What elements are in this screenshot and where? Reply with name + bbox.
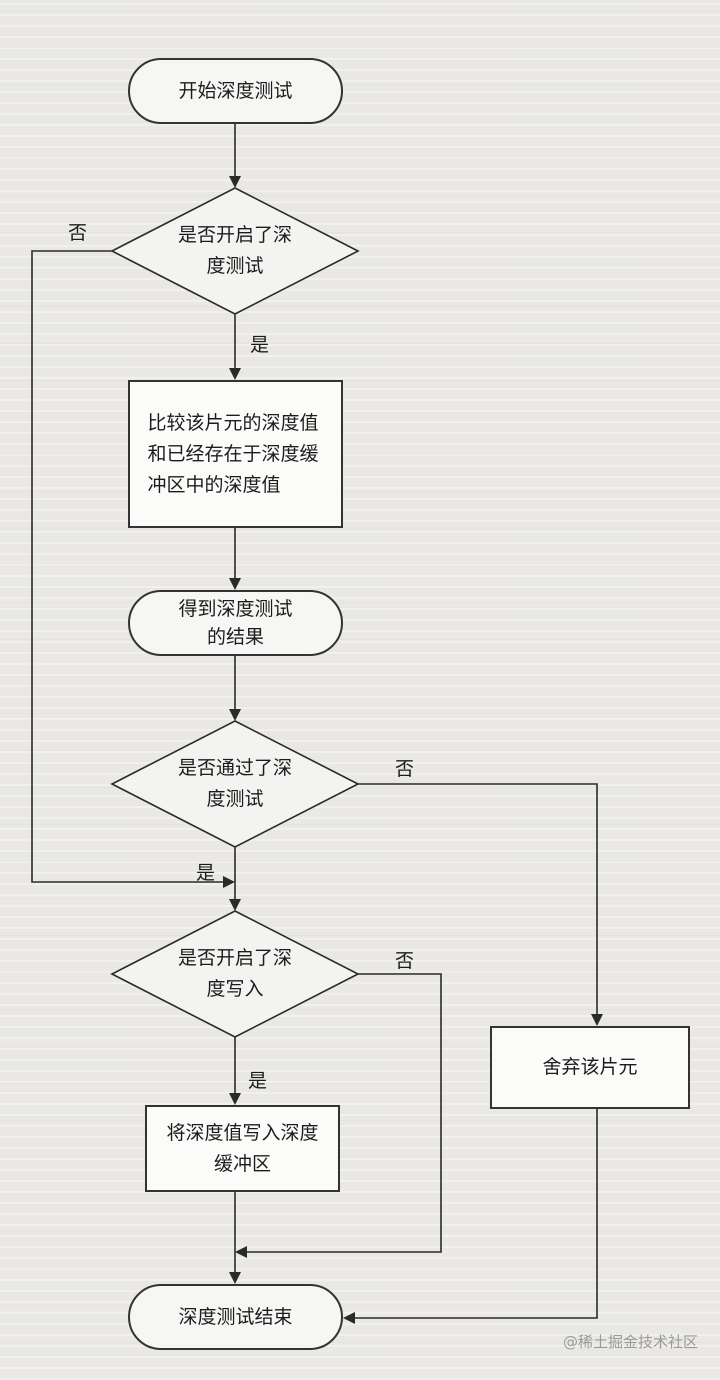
- label-no-test-enabled: 否: [68, 222, 88, 244]
- write-node: 将深度值写入深度缓冲区: [145, 1105, 340, 1192]
- start-label: 开始深度测试: [178, 79, 293, 102]
- arrow-decision2-no: [358, 783, 603, 1026]
- decision-write-enabled-label: 是否开启了深度写入: [177, 947, 292, 1000]
- decision-test-enabled-label: 是否开启了深度测试: [177, 224, 292, 277]
- discard-label: 舍弃该片元: [542, 1056, 638, 1078]
- compare-label: 比较该片元的深度值和已经存在于深度缓冲区中的深度值: [147, 411, 319, 496]
- arrow-decision1-no: [31, 250, 235, 888]
- result-label: 得到深度测试的结果: [178, 598, 293, 648]
- compare-node: 比较该片元的深度值和已经存在于深度缓冲区中的深度值: [128, 380, 343, 528]
- label-no-write: 否: [395, 950, 415, 972]
- decision-passed-label: 是否通过了深度测试: [177, 757, 292, 810]
- watermark: @稀土掘金技术社区: [562, 1333, 698, 1351]
- write-label: 将深度值写入深度缓冲区: [166, 1121, 319, 1175]
- end-node: 深度测试结束: [128, 1284, 343, 1350]
- end-label: 深度测试结束: [178, 1305, 293, 1328]
- label-yes-test-enabled: 是: [250, 334, 270, 356]
- label-yes-passed: 是: [196, 862, 216, 884]
- start-node: 开始深度测试: [128, 58, 343, 124]
- label-yes-write: 是: [248, 1070, 268, 1092]
- discard-node: 舍弃该片元: [490, 1026, 690, 1109]
- arrow-discard-to-end: [343, 1109, 598, 1324]
- label-no-passed: 否: [395, 758, 415, 780]
- arrow-decision3-no: [235, 973, 442, 1258]
- result-node: 得到深度测试的结果: [128, 590, 343, 656]
